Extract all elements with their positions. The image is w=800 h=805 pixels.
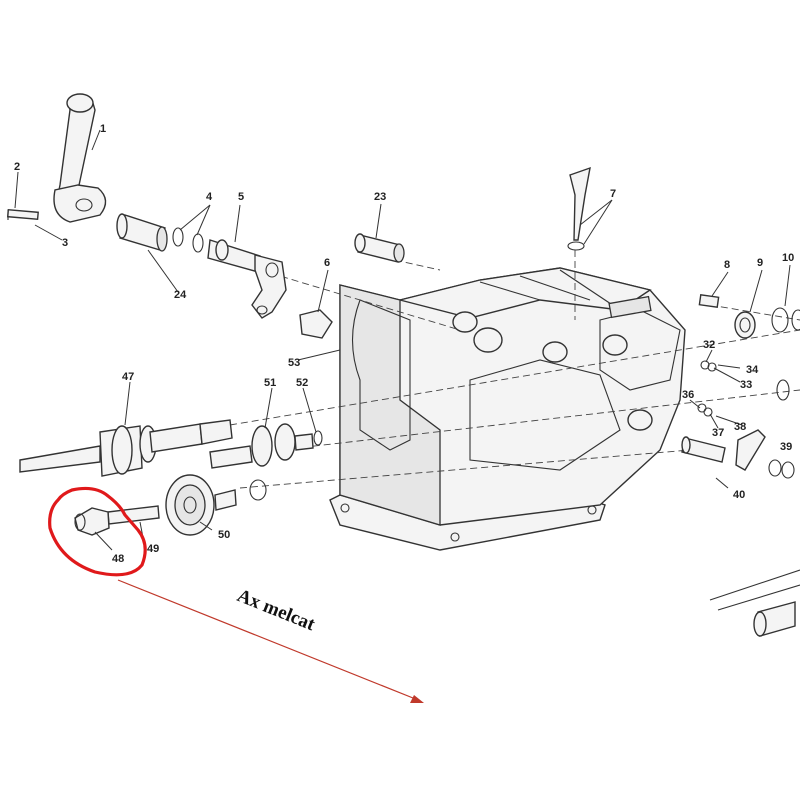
label-34: 34 <box>746 364 759 376</box>
gearbox-housing <box>329 267 686 551</box>
label-40: 40 <box>733 489 745 501</box>
label-6: 6 <box>324 257 330 269</box>
label-3: 3 <box>62 237 68 249</box>
part-48-bevel-pinion <box>74 507 110 536</box>
label-37: 37 <box>712 427 724 439</box>
part-50-gear <box>165 474 267 536</box>
part-2-pin <box>6 208 39 221</box>
label-47: 47 <box>122 371 134 383</box>
part-49-shaft <box>107 505 160 525</box>
part-24-bushing <box>116 213 168 252</box>
part-10-oring <box>771 307 800 333</box>
annotation-arrowhead <box>410 695 424 703</box>
part-9-seal <box>734 311 756 339</box>
label-52: 52 <box>296 377 308 389</box>
leader-lines <box>14 129 791 551</box>
label-53: 53 <box>288 357 300 369</box>
label-23: 23 <box>374 191 386 203</box>
label-1: 1 <box>100 123 106 135</box>
label-5: 5 <box>238 191 244 203</box>
label-50: 50 <box>218 529 230 541</box>
label-36: 36 <box>682 389 694 401</box>
label-51: 51 <box>264 377 276 389</box>
part-23-sleeve <box>354 233 405 263</box>
label-2: 2 <box>14 161 20 173</box>
annotation-arrow <box>117 579 419 701</box>
label-49: 49 <box>147 543 159 555</box>
parts-32-40-hardware <box>681 360 795 489</box>
highlight-circle-part-48 <box>48 486 147 577</box>
part-4-rings <box>172 227 204 253</box>
part-8-bolt <box>698 294 720 308</box>
annotation-label: Ax melcat <box>234 585 318 635</box>
part-5-shaft <box>207 239 287 319</box>
part-47-main-shaft <box>19 419 233 477</box>
part-number-labels: 1 2 3 4 5 6 7 8 9 10 23 24 32 33 34 36 3… <box>14 123 794 565</box>
label-8: 8 <box>724 259 730 271</box>
part-51-cluster-gear <box>209 423 323 469</box>
label-33: 33 <box>740 379 752 391</box>
label-32: 32 <box>703 339 715 351</box>
part-7-breather <box>567 166 591 251</box>
label-24: 24 <box>174 289 187 301</box>
label-7: 7 <box>610 188 616 200</box>
label-38: 38 <box>734 421 746 433</box>
label-4: 4 <box>206 191 213 203</box>
part-6-pad <box>299 309 333 339</box>
assembly-lines <box>229 250 800 489</box>
label-39: 39 <box>780 441 792 453</box>
part-1-lever <box>53 93 107 223</box>
part-bushing-lower-right <box>709 569 800 637</box>
label-10: 10 <box>782 252 794 264</box>
label-9: 9 <box>757 257 763 269</box>
label-48: 48 <box>112 553 124 565</box>
